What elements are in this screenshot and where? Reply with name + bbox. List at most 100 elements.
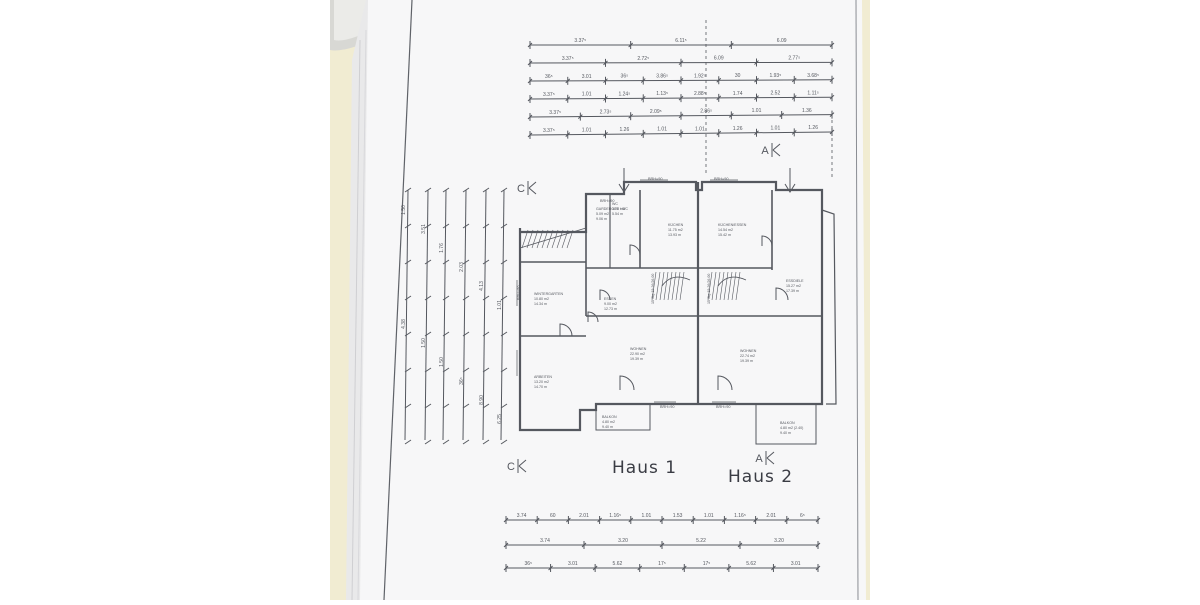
dimension-label: 2.09⁵ (650, 109, 662, 115)
dimension-tick (462, 367, 470, 373)
dimension-tick (482, 331, 490, 337)
dimension-label: 6⁵ (800, 513, 805, 519)
stair-tread-2 (735, 271, 741, 301)
dimension-tick (462, 295, 470, 301)
room-perimeter: 19.39 m (630, 357, 643, 361)
dimension-label: 5.62 (613, 561, 623, 567)
room-area: 4.80 m2 (2.40) (780, 426, 803, 430)
stair-tread-2 (711, 271, 717, 301)
dimension-tick (442, 223, 450, 229)
door-swing (775, 287, 789, 301)
dimension-label: 1.26 (808, 125, 818, 131)
room-name: WOHNEN (740, 349, 757, 353)
stair-tread-2 (719, 271, 725, 301)
section-marker (765, 451, 775, 465)
dimension-tick (424, 295, 432, 301)
dimension-tick (404, 331, 412, 337)
dimension-label: 2.88⁵ (694, 91, 706, 97)
stair-tread-1 (651, 271, 657, 301)
room-perimeter: 14.70 m (534, 385, 547, 389)
room-perimeter: 9.40 m (780, 431, 791, 435)
dimension-label: 1.24⁵ (618, 91, 630, 97)
right-white-margin (870, 0, 1200, 600)
stair-tread-2 (727, 271, 733, 301)
room-area: 13.20 m2 (534, 380, 549, 384)
dimension-tick (424, 259, 432, 265)
section-marker (517, 459, 527, 473)
door-swing (761, 235, 773, 247)
room-name: BALKON (602, 415, 617, 419)
dimension-label: 1.50 (421, 338, 427, 348)
dimension-label: 2.73⁵ (600, 109, 612, 115)
dimension-label: 1.01 (695, 126, 705, 132)
wintergarten-hatch (521, 229, 529, 249)
room-name: WC (612, 202, 618, 206)
dimension-tick (404, 403, 412, 409)
dimension-label: 1.01 (582, 127, 592, 133)
door-swing (559, 323, 573, 337)
dimension-line-vertical (482, 189, 487, 441)
dimension-label: 1.16⁵ (609, 513, 621, 519)
dimension-label: 3.37⁵ (549, 110, 561, 116)
dimension-label: 2.86⁵ (700, 109, 712, 115)
paper-sheet (360, 0, 866, 600)
dimension-tick (462, 223, 470, 229)
dimension-tick (500, 331, 508, 337)
dimension-label: 1.26 (620, 127, 630, 133)
dimension-label: 5.22 (696, 538, 706, 544)
dimension-line-vertical (462, 189, 467, 441)
dimension-tick (482, 187, 490, 193)
dimension-label: 2.72⁵ (637, 56, 649, 62)
page-edge-line (351, 39, 361, 601)
balcony-haus-2 (755, 403, 817, 445)
dimension-tick (442, 367, 450, 373)
dimension-tick (500, 295, 508, 301)
dimension-tick (482, 403, 490, 409)
dimension-label: 3.01 (582, 74, 592, 80)
dimension-tick (462, 403, 470, 409)
dimension-label: 1.01 (582, 92, 592, 98)
wintergarten-hatch (556, 229, 564, 249)
dimension-tick (424, 403, 432, 409)
dimension-tick (482, 259, 490, 265)
stair-tread-1 (663, 271, 669, 301)
dimension-label: 1.13⁵ (656, 91, 668, 97)
dimension-tick (500, 403, 508, 409)
section-marker (527, 181, 537, 195)
room-name: ESSEN (604, 297, 617, 301)
wintergarten-hatch (561, 229, 569, 249)
dimension-line-vertical (500, 189, 505, 441)
wintergarten-hatch (566, 229, 574, 249)
dimension-tick (482, 295, 490, 301)
outer-walls (518, 180, 824, 432)
stair-tread-2 (731, 271, 737, 301)
window-label: BRH=90 (517, 286, 521, 300)
room-perimeter: 17.39 m (786, 289, 799, 293)
dimension-label: 1.26 (733, 126, 743, 132)
dimension-label: 4.38 (401, 319, 407, 329)
section-marker-label: A (761, 145, 769, 157)
room-name: KÜCHEN (668, 223, 684, 227)
dimension-tick (482, 223, 490, 229)
room-name: WINTERGARTEN (534, 292, 563, 296)
dimension-tick (404, 259, 412, 265)
dimension-tick (442, 403, 450, 409)
page-edge-line (357, 29, 367, 601)
dimension-line-vertical (442, 189, 447, 441)
dimension-tick (404, 367, 412, 373)
room-perimeter: 5.54 m (612, 212, 623, 216)
room-area: 14.54 m2 (718, 228, 733, 232)
dimension-tick (424, 331, 432, 337)
room-perimeter: 9.40 m (602, 425, 613, 429)
dimension-label: 3.01 (568, 561, 578, 567)
stair-arc-1 (661, 276, 691, 287)
dimension-label: 1.93⁵ (769, 73, 781, 79)
dimension-tick (500, 367, 508, 373)
dimension-tick (404, 439, 412, 445)
dimension-label: 3.74 (540, 538, 550, 544)
room-perimeter: 13.93 m (668, 233, 681, 237)
dimension-label: 6.11⁵ (675, 38, 686, 44)
dimension-label: 5.62 (746, 561, 756, 567)
dimension-tick (442, 295, 450, 301)
dimension-label: 36⁵ (545, 74, 553, 80)
